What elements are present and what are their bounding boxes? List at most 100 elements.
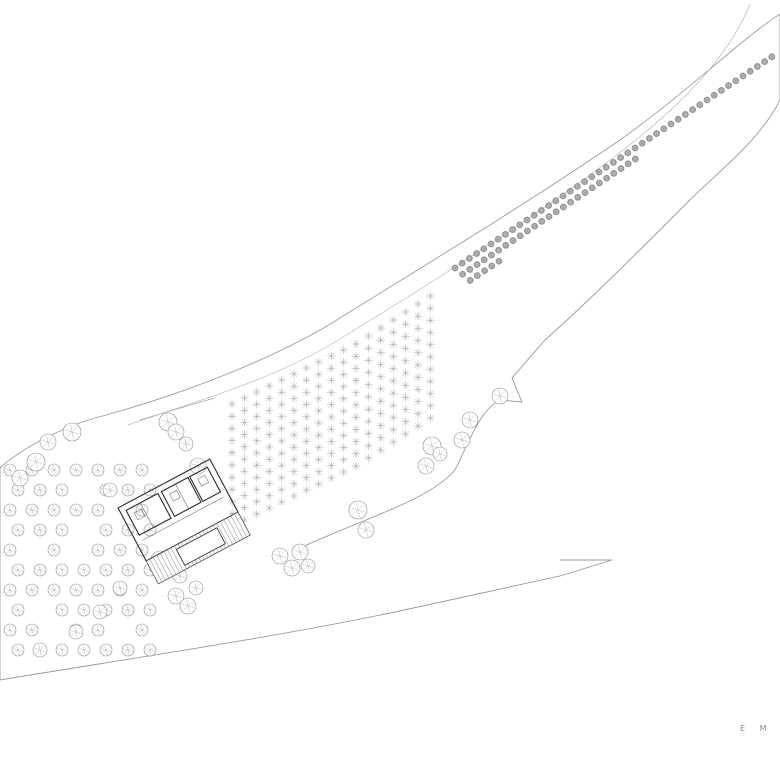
- orchard-tree: [277, 400, 285, 408]
- olive-tree: [604, 175, 610, 181]
- olive-tree: [690, 107, 696, 113]
- olive-tree: [517, 233, 523, 239]
- orchard-tree: [401, 381, 409, 389]
- orchard-tree: [389, 377, 397, 385]
- woodland-tree: [78, 644, 90, 656]
- woodland-tree: [4, 504, 16, 516]
- orchard-tree: [327, 401, 335, 409]
- olive-tree: [625, 150, 631, 156]
- orchard-tree: [327, 449, 335, 457]
- orchard-tree: [352, 413, 360, 421]
- woodland-tree: [92, 544, 104, 556]
- orchard-tree: [401, 393, 409, 401]
- orchard-tree: [327, 425, 335, 433]
- orchard-tree: [352, 437, 360, 445]
- orchard-tree: [240, 430, 248, 438]
- woodland-tree: [48, 504, 60, 516]
- orchard-tree: [240, 394, 248, 402]
- olive-tree: [668, 121, 674, 127]
- woodland-tree: [122, 484, 134, 496]
- olive-tree: [510, 238, 516, 244]
- orchard-tree: [426, 402, 434, 410]
- woodland-tree: [100, 564, 112, 576]
- olive-tree: [596, 180, 602, 186]
- orchard-tree: [302, 437, 310, 445]
- olive-tree: [654, 131, 660, 137]
- orchard-tree: [414, 385, 422, 393]
- orchard-tree: [414, 336, 422, 344]
- olive-tree: [646, 135, 652, 141]
- orchard-tree: [240, 504, 248, 512]
- orchard-tree: [315, 443, 323, 451]
- woodland-tree: [168, 424, 184, 440]
- orchard-tree: [290, 455, 298, 463]
- orchard-tree: [401, 357, 409, 365]
- orchard-tree: [426, 316, 434, 324]
- woodland-tree: [26, 624, 38, 636]
- woodland-tree: [70, 584, 82, 596]
- olive-tree: [467, 266, 473, 272]
- woodland-tree: [12, 604, 24, 616]
- orchard-tree: [315, 431, 323, 439]
- orchard-tree: [377, 409, 385, 417]
- orchard-tree: [302, 413, 310, 421]
- woodland-tree: [12, 564, 24, 576]
- woodland-tree: [93, 605, 107, 619]
- drawing-label: E M P: [740, 724, 780, 733]
- olive-tree: [740, 73, 746, 79]
- olive-tree: [625, 161, 631, 167]
- woodland-tree: [122, 604, 134, 616]
- woodland-tree: [34, 564, 46, 576]
- orchard-tree: [414, 410, 422, 418]
- orchard-tree: [352, 425, 360, 433]
- woodland-tree: [92, 624, 104, 636]
- orchard-tree: [389, 352, 397, 360]
- woodland-tree: [4, 544, 16, 556]
- olive-tree: [610, 159, 616, 165]
- woodland-tree: [56, 644, 68, 656]
- woodland-tree: [189, 581, 203, 595]
- orchard-tree: [315, 468, 323, 476]
- woodland-tree: [136, 624, 148, 636]
- woodland-tree: [100, 644, 112, 656]
- olive-tree: [488, 241, 494, 247]
- orchard-tree: [339, 346, 347, 354]
- orchard-tree: [377, 421, 385, 429]
- woodland-tree: [26, 504, 38, 516]
- orchard-tree: [240, 455, 248, 463]
- orchard-tree: [265, 467, 273, 475]
- orchard-tree: [364, 368, 372, 376]
- orchard-tree: [414, 312, 422, 320]
- woodland-tree: [48, 584, 60, 596]
- olive-tree: [711, 92, 717, 98]
- orchard-tree: [377, 373, 385, 381]
- orchard-tree: [277, 449, 285, 457]
- woodland-tree: [4, 584, 16, 596]
- woodland-tree: [4, 624, 16, 636]
- orchard-tree: [426, 304, 434, 312]
- woodland-tree: [40, 434, 56, 450]
- orchard-tree: [401, 405, 409, 413]
- olive-tree: [603, 164, 609, 170]
- olive-tree: [697, 102, 703, 108]
- olive-tree: [754, 63, 760, 69]
- orchard-tree: [401, 320, 409, 328]
- orchard-tree: [265, 406, 273, 414]
- orchard-tree: [302, 400, 310, 408]
- orchard-tree: [352, 376, 360, 384]
- orchard-tree: [228, 424, 236, 432]
- orchard-tree: [401, 369, 409, 377]
- orchard-tree: [290, 492, 298, 500]
- woodland-tree: [100, 524, 112, 536]
- orchard-tree: [414, 422, 422, 430]
- olive-tree: [589, 174, 595, 180]
- orchard-tree: [327, 388, 335, 396]
- orchard-tree: [389, 389, 397, 397]
- woodland-tree: [462, 412, 478, 428]
- orchard-tree: [290, 419, 298, 427]
- woodland-tree: [34, 484, 46, 496]
- woodland-tree: [92, 464, 104, 476]
- olive-tree: [553, 198, 559, 204]
- orchard-tree: [364, 332, 372, 340]
- olive-tree: [661, 126, 667, 132]
